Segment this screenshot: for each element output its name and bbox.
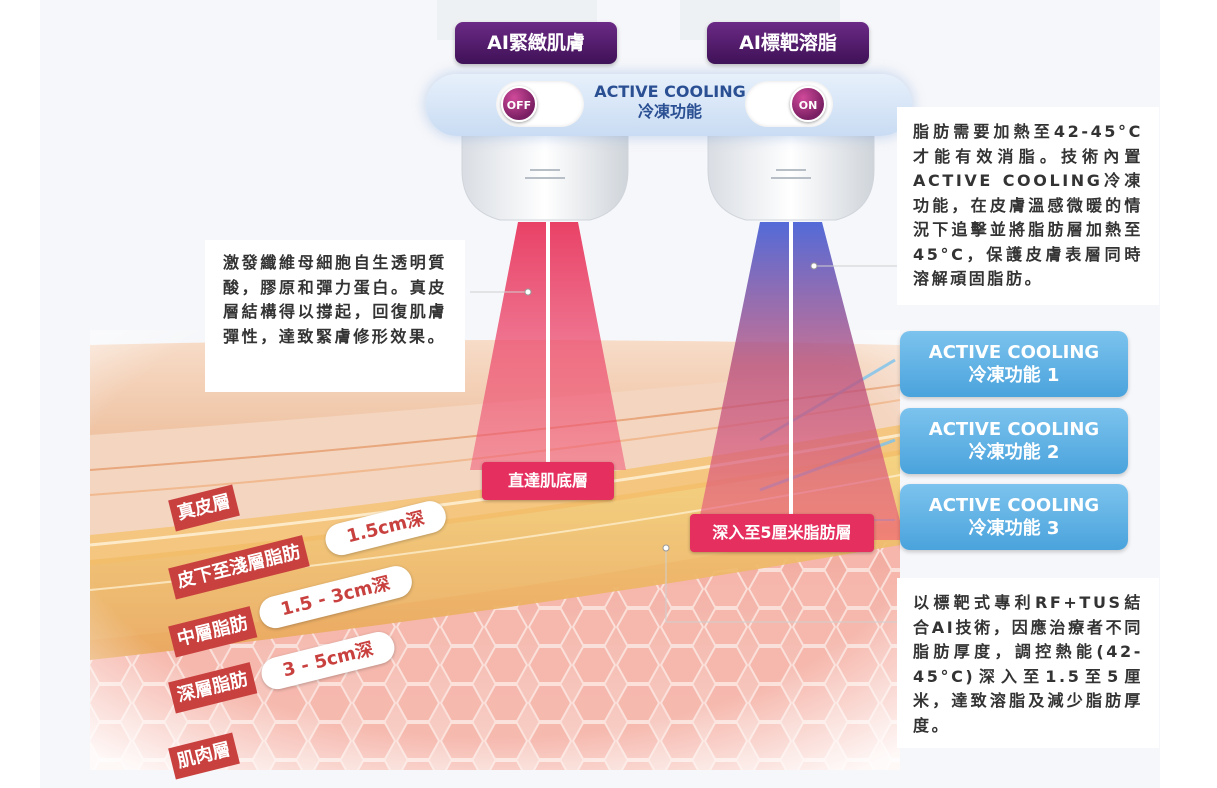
active-cooling-subtitle: 冷凍功能: [637, 102, 702, 121]
right-energy-beam: [695, 222, 905, 540]
skin-tightening-description: 激發纖維母細胞自生透明質酸，膠原和彈力蛋白。真皮層結構得以撐起，回復肌膚彈性，達…: [205, 240, 465, 392]
cooling-function-2-title: ACTIVE COOLING: [928, 419, 1100, 440]
cooling-function-2: ACTIVE COOLING 冷凍功能 2: [900, 408, 1128, 474]
cooling-toggle-right[interactable]: ON: [745, 81, 833, 127]
direct-to-base-callout: 直達肌底層: [482, 462, 614, 500]
left-probe: [461, 129, 629, 221]
rf-tus-technology-description: 以標靶式專利RF+TUS結合AI技術，因應治療者不同脂肪厚度，調控熱能(42-4…: [897, 578, 1159, 748]
skin-tightening-mode-label: AI緊緻肌膚: [455, 22, 617, 64]
cooling-function-3-title: ACTIVE COOLING: [928, 495, 1100, 516]
active-cooling-label: ACTIVE COOLING 冷凍功能: [590, 82, 750, 122]
cooling-function-3-subtitle: 冷凍功能 3: [968, 518, 1060, 539]
deep-fat-callout: 深入至5厘米脂肪層: [690, 514, 874, 552]
cooling-function-1-subtitle: 冷凍功能 1: [968, 365, 1060, 386]
active-cooling-title: ACTIVE COOLING: [594, 82, 746, 101]
toggle-knob-off: OFF: [501, 86, 537, 122]
right-probe: [707, 129, 875, 221]
fat-dissolving-description: 脂肪需要加熱至42-45°C才能有效消脂。技術內置ACTIVE COOLING冷…: [897, 107, 1159, 305]
cooling-toggle-left[interactable]: OFF: [496, 81, 584, 127]
fat-targeting-mode-label: AI標靶溶脂: [707, 22, 869, 64]
cooling-function-3: ACTIVE COOLING 冷凍功能 3: [900, 484, 1128, 550]
cooling-function-2-subtitle: 冷凍功能 2: [968, 442, 1060, 463]
toggle-knob-on: ON: [790, 86, 826, 122]
cooling-function-1-title: ACTIVE COOLING: [928, 342, 1100, 363]
cooling-function-1: ACTIVE COOLING 冷凍功能 1: [900, 331, 1128, 397]
